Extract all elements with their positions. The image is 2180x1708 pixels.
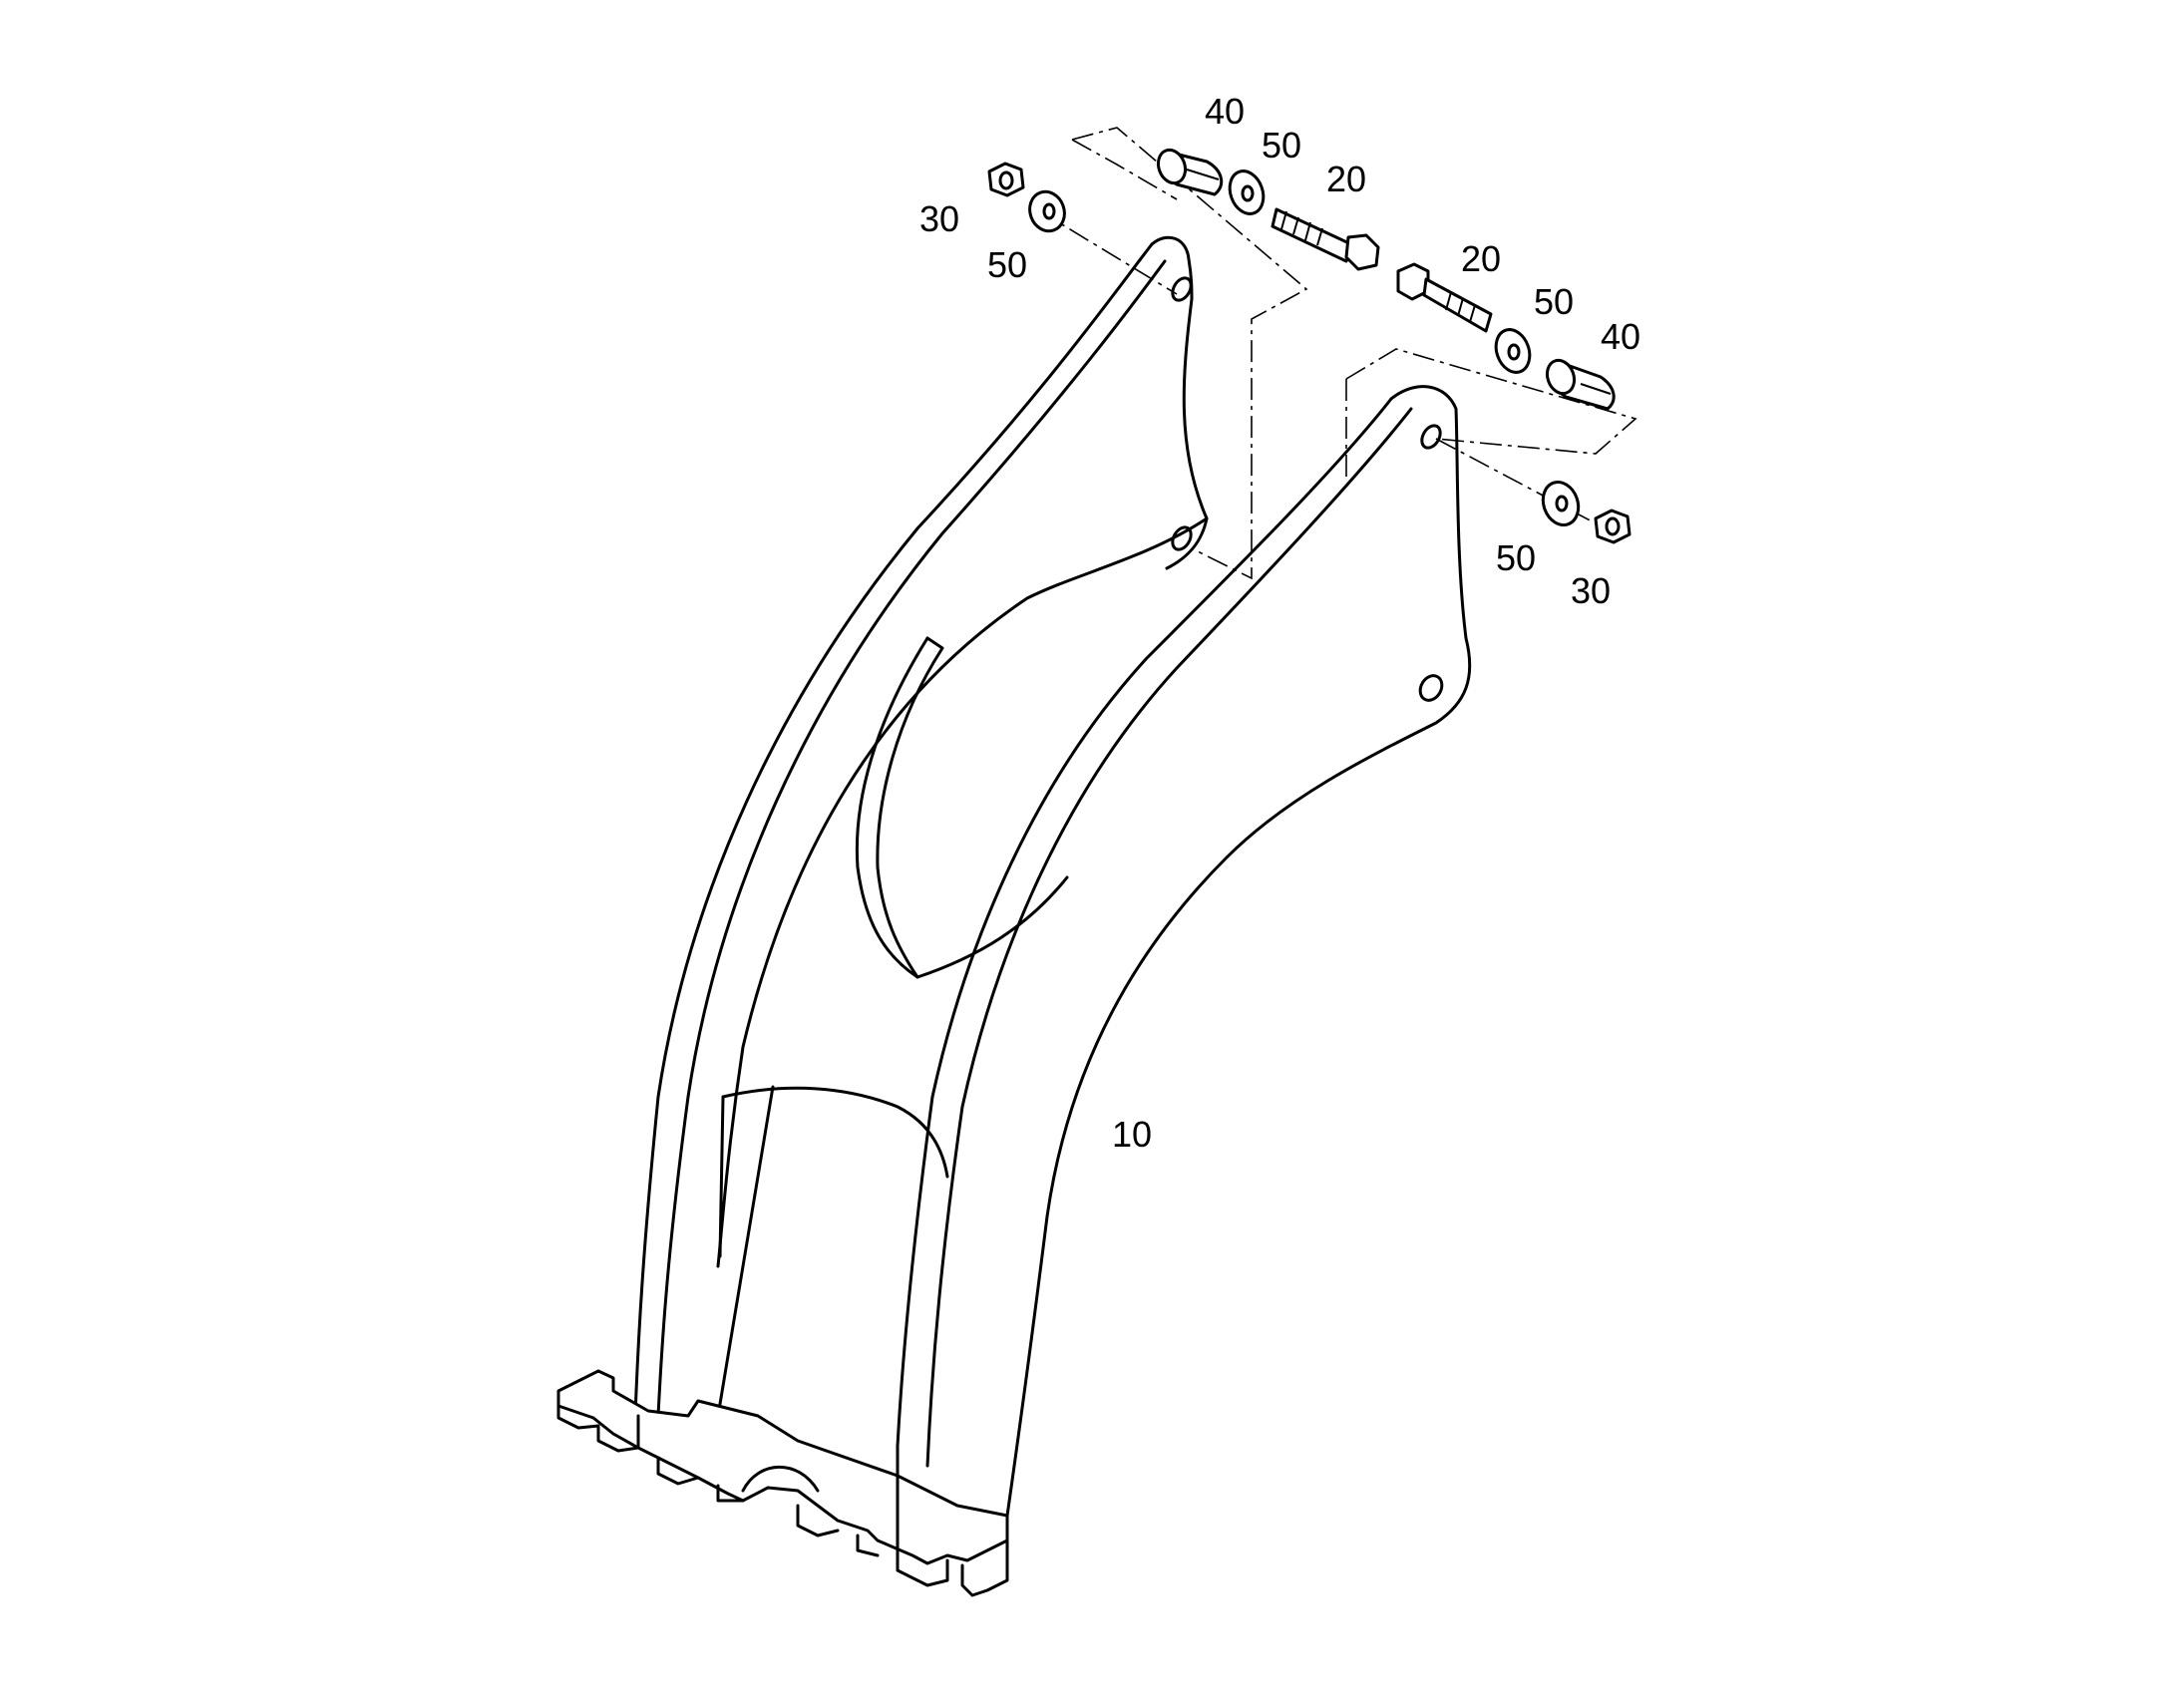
callout-left-nut: 30 — [919, 198, 959, 239]
left-hex-bolt — [1271, 207, 1380, 271]
left-inner-washer — [1228, 170, 1266, 215]
right-hex-nut — [1594, 509, 1632, 544]
callout-right-nut: 30 — [1571, 570, 1611, 611]
callout-left-outer-washer: 50 — [987, 244, 1027, 285]
callout-right-outer-washer: 50 — [1496, 537, 1536, 578]
right-inner-washer — [1494, 328, 1532, 374]
callout-right-inner-washer: 50 — [1534, 281, 1574, 322]
right-bushing — [1545, 358, 1616, 411]
right-outer-washer — [1541, 481, 1581, 526]
left-bushing — [1156, 148, 1224, 196]
lift-frame — [556, 235, 1472, 1597]
callout-labels: 30 50 40 50 20 20 50 40 50 30 10 — [919, 91, 1640, 1155]
callout-left-inner-washer: 50 — [1262, 125, 1301, 166]
callout-left-bushing: 40 — [1205, 91, 1245, 132]
callout-right-bolt: 20 — [1461, 238, 1501, 279]
assembly-centerlines — [1036, 127, 1637, 580]
callout-frame: 10 — [1112, 1114, 1152, 1155]
left-hex-nut — [987, 162, 1025, 197]
left-outer-washer — [1028, 189, 1066, 233]
callout-left-bolt: 20 — [1326, 159, 1366, 199]
callout-right-bushing: 40 — [1601, 316, 1640, 357]
right-hex-bolt — [1396, 262, 1493, 333]
mounting-holes — [1171, 276, 1444, 702]
